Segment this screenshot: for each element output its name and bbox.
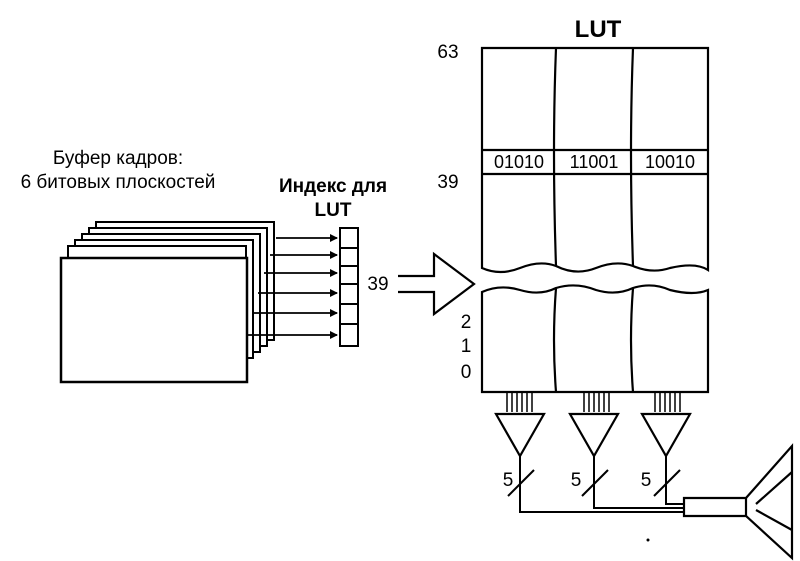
bus-width-red: 5 xyxy=(503,470,514,491)
index-label-line1: Индекс для xyxy=(279,176,387,197)
bus-width-green: 5 xyxy=(571,470,582,491)
lut-row-39: 39 xyxy=(437,172,458,193)
crt-monitor-icon xyxy=(682,443,794,561)
index-value: 39 xyxy=(367,274,388,295)
index-label-line2: LUT xyxy=(315,200,352,221)
lut-row-0: 0 xyxy=(461,362,472,383)
bit-arrows xyxy=(248,234,338,339)
lut-entry-red: 01010 xyxy=(494,152,544,172)
index-arrow xyxy=(398,251,476,317)
bit-planes xyxy=(59,221,275,384)
dac-red xyxy=(494,412,546,459)
dac-wires xyxy=(507,456,688,513)
bus-width-blue: 5 xyxy=(641,470,652,491)
index-register xyxy=(339,227,359,347)
speck xyxy=(646,538,650,542)
lut-title: LUT xyxy=(575,16,622,43)
output-bundles xyxy=(506,392,681,412)
lut-row-1: 1 xyxy=(461,336,472,357)
lut-entry-blue: 10010 xyxy=(645,152,695,172)
frame-buffer-label-line2: 6 битовых плоскостей xyxy=(21,172,216,193)
dac-converters xyxy=(494,412,692,459)
bit-plane-1 xyxy=(59,256,249,384)
lut-row-2: 2 xyxy=(461,312,472,333)
dac-blue xyxy=(640,412,692,459)
lut-table xyxy=(480,46,710,394)
dac-green xyxy=(568,412,620,459)
lut-entry-green: 11001 xyxy=(570,152,619,172)
lut-row-63: 63 xyxy=(437,42,458,63)
frame-buffer-label-line1: Буфер кадров: xyxy=(53,148,183,169)
